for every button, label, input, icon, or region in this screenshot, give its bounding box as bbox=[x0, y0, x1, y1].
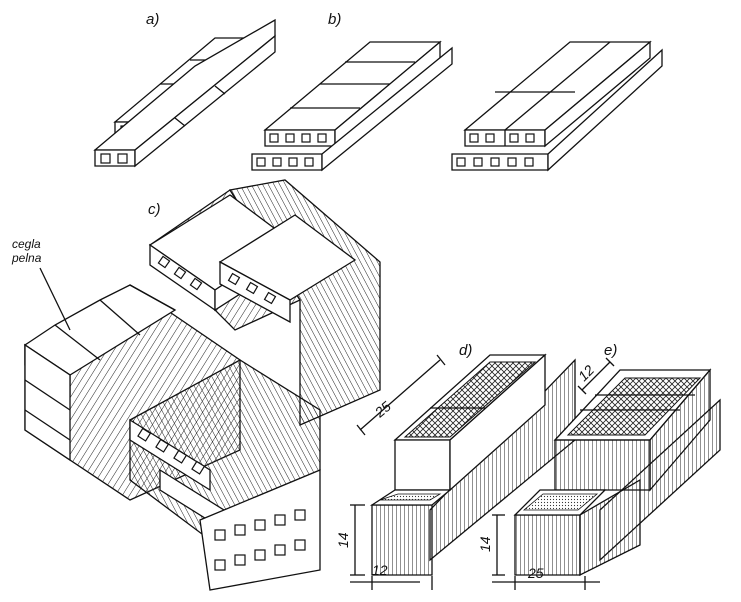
dim-d-height: 14 bbox=[335, 532, 351, 548]
dim-e-height: 14 bbox=[477, 536, 493, 552]
label-a: a) bbox=[146, 11, 159, 28]
panel-b-wall-course bbox=[251, 40, 453, 172]
dim-e-length: 25 bbox=[527, 565, 544, 581]
brick-note-line1: cegla bbox=[12, 237, 41, 251]
label-b: b) bbox=[328, 11, 341, 28]
dim-d-width: 12 bbox=[372, 562, 388, 578]
panel-d-hollow-block-wall bbox=[350, 353, 576, 590]
panel-third-wall-course bbox=[451, 40, 663, 172]
label-d: d) bbox=[459, 342, 472, 359]
label-e: e) bbox=[604, 342, 617, 359]
panel-c-corner-masonry bbox=[23, 179, 381, 591]
panel-a-wall-course bbox=[93, 18, 276, 168]
brick-note-line2: pelna bbox=[11, 251, 42, 265]
label-c: c) bbox=[148, 201, 161, 218]
panel-e-hollow-block-wall bbox=[492, 357, 721, 590]
leader-line-brick bbox=[39, 267, 71, 331]
dim-e-width: 12 bbox=[575, 362, 597, 384]
